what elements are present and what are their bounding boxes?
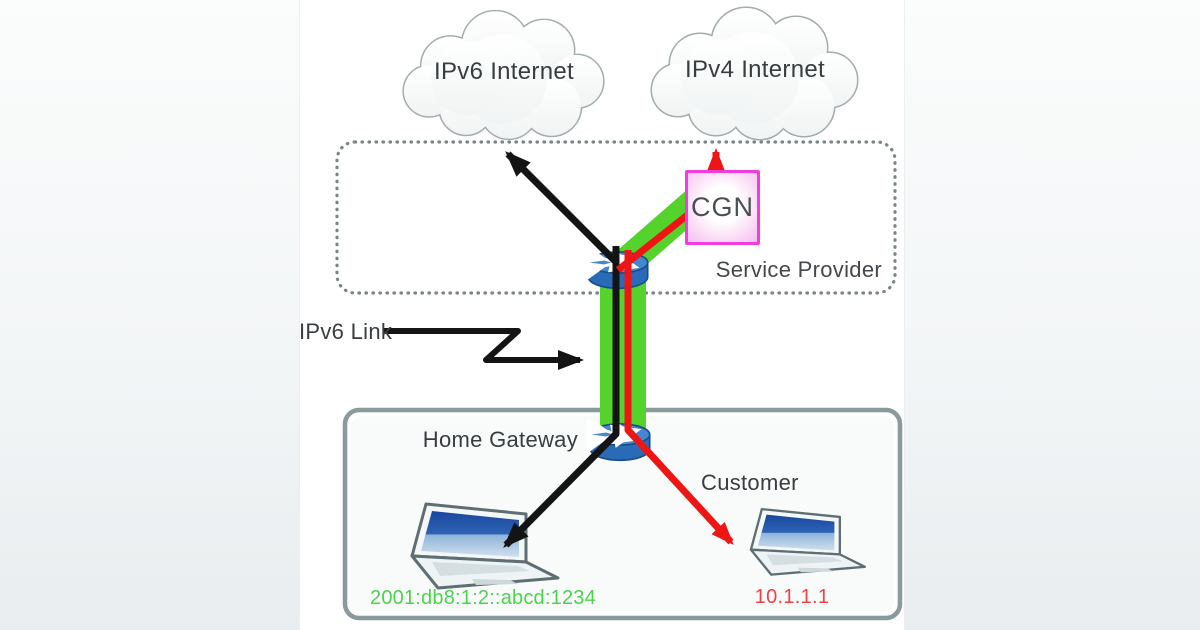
customer-label: Customer [701,470,799,495]
ipv6-host-address: 2001:db8:1:2::abcd:1234 [370,587,596,609]
ipv6-link-callout-arrow [383,328,584,370]
cgn-node: CGN [685,170,760,245]
ipv6-internet-label: IPv6 Internet [434,58,574,85]
home-gateway-label: Home Gateway [422,427,578,452]
ipv6-uplink-arrow [505,151,619,265]
ipv4-host-address: 10.1.1.1 [754,586,830,608]
service-provider-label: Service Provider [715,257,882,282]
ipv4-host-arrow [624,250,734,545]
service-provider-boundary [335,140,897,295]
ipv6-link-label: IPv6 Link [299,319,393,344]
cgn-label: CGN [691,192,754,222]
ipv6-host-arrow [503,246,620,548]
ipv4-internet-label: IPv4 Internet [685,56,825,83]
